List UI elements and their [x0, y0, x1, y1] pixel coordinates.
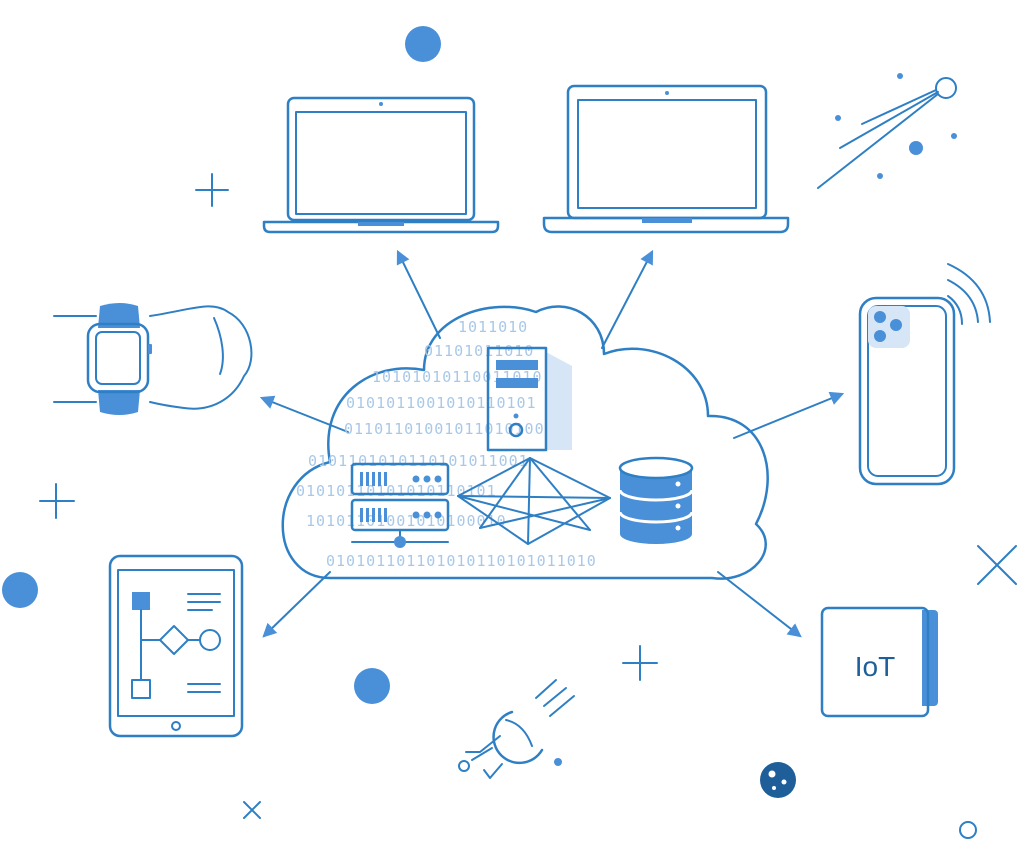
decor-dot	[2, 572, 38, 608]
network-mesh-icon	[457, 457, 611, 545]
tablet	[108, 554, 244, 738]
arrow-to-tablet	[262, 571, 331, 638]
arrow-to-smartphone	[733, 391, 845, 439]
database-icon	[618, 456, 694, 544]
plus-icon	[39, 483, 75, 519]
connection-arrows	[259, 249, 845, 638]
binary-row: 01101101001011010100	[344, 420, 545, 438]
smartwatch	[53, 303, 253, 415]
laptop-right	[542, 84, 790, 234]
iot-device: IoT	[820, 606, 938, 718]
shooting-star-icon	[817, 73, 957, 189]
server-tower-icon	[486, 346, 572, 452]
cloud: 1011010 01101011010 10101010110011010 01…	[281, 305, 769, 580]
decor-ring	[959, 821, 977, 839]
arrow-to-laptop-right	[601, 249, 654, 349]
flowchart-icon	[131, 592, 221, 699]
binary-row: 01101011010	[424, 342, 534, 360]
binary-row: 010101101101010110101011010	[326, 552, 597, 570]
iot-label: IoT	[855, 651, 895, 682]
laptop-left	[262, 96, 500, 234]
arrow-to-smartwatch	[259, 395, 349, 433]
decor-dot	[354, 668, 390, 704]
server-rack-icon	[350, 462, 450, 548]
decorations	[2, 26, 1017, 839]
binary-row: 0101011001010110101	[346, 394, 537, 412]
binary-row: 1011010	[458, 318, 528, 336]
plus-icon	[195, 173, 229, 207]
smartphone	[858, 263, 991, 486]
arrow-to-laptop-left	[396, 249, 441, 339]
decor-dot	[405, 26, 441, 62]
plus-icon	[622, 645, 658, 681]
signal-wave-icon	[947, 295, 963, 325]
cross-icon	[977, 545, 1017, 585]
binary-row: 0101101010110101011001	[308, 452, 529, 470]
cloud-outline	[281, 305, 769, 580]
cross-icon	[243, 801, 261, 819]
binary-row: 10101101001010100010	[306, 512, 507, 530]
satellite-dish-icon	[458, 679, 575, 779]
arrow-to-iot-device	[717, 571, 802, 638]
binary-row: 01010110101010110101	[296, 482, 497, 500]
planet-icon	[760, 762, 796, 798]
